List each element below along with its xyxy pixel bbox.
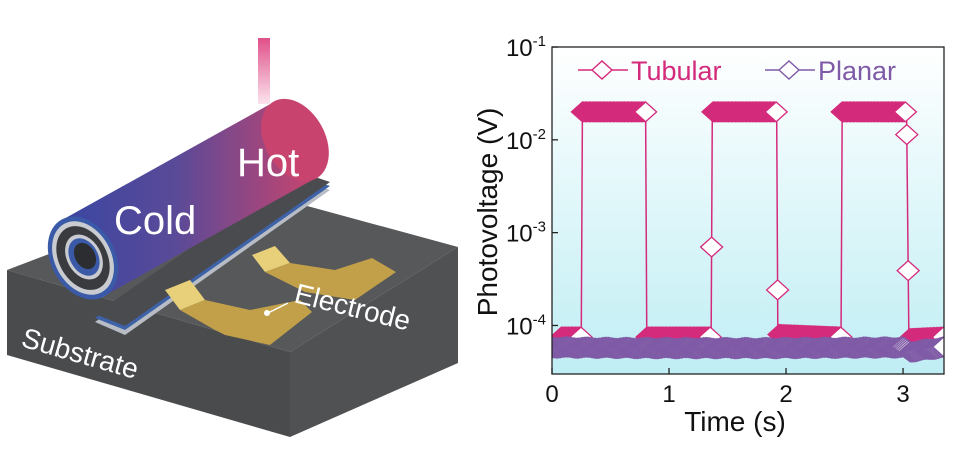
substrate	[7, 185, 458, 437]
y-tick-exponent: -3	[533, 219, 546, 236]
data-point	[894, 123, 919, 146]
device-illustration: Hot Cold Electrode Substrate	[7, 38, 458, 437]
x-tick-label: 0	[545, 381, 558, 408]
electrode-pads	[165, 246, 396, 345]
y-tick-exponent: -4	[533, 311, 546, 328]
y-tick-label: 10-4	[506, 311, 546, 340]
y-tick-exponent: -2	[533, 126, 546, 143]
x-tick-label: 2	[779, 381, 792, 408]
x-tick-label: 3	[896, 381, 909, 408]
series-layer	[552, 101, 944, 363]
y-tick-base: 10	[506, 35, 533, 62]
legend-label: Tubular	[631, 56, 722, 86]
data-point	[633, 101, 658, 123]
data-point	[764, 101, 789, 123]
data-point	[893, 101, 918, 123]
legend-item-tubular: Tubular	[578, 56, 722, 86]
data-point	[931, 336, 944, 358]
rolled-tube	[47, 98, 329, 300]
y-tick-label: 10-1	[506, 33, 546, 62]
y-tick-base: 10	[506, 128, 533, 155]
data-point	[896, 259, 921, 282]
legend-diamond-icon	[777, 60, 801, 80]
electrode-pointer	[267, 302, 289, 314]
data-point	[699, 236, 724, 258]
tube-cross-section	[47, 216, 119, 300]
laser-beam	[258, 38, 270, 104]
legend-diamond-icon	[590, 60, 614, 80]
x-axis-label: Time (s)	[684, 406, 786, 437]
plot-area	[552, 47, 944, 374]
y-tick-label: 10-2	[506, 126, 546, 155]
legend-label: Planar	[818, 56, 896, 86]
label-hot: Hot	[237, 141, 299, 185]
data-point	[765, 279, 790, 301]
y-tick-base: 10	[506, 313, 533, 340]
thin-film-strip	[95, 172, 330, 335]
plot-frame	[551, 46, 945, 375]
y-tick-exponent: -1	[533, 33, 546, 50]
y-tick-label: 10-3	[506, 219, 546, 248]
electrode-pointer-dot	[264, 310, 270, 316]
y-tick-base: 10	[506, 221, 533, 248]
y-axis-label: Photovoltage (V)	[472, 108, 503, 317]
legend: Tubular Planar	[578, 56, 896, 86]
legend-item-planar: Planar	[765, 56, 896, 86]
series-planar	[552, 336, 944, 363]
label-cold: Cold	[114, 199, 196, 243]
x-tick-label: 1	[662, 381, 675, 408]
